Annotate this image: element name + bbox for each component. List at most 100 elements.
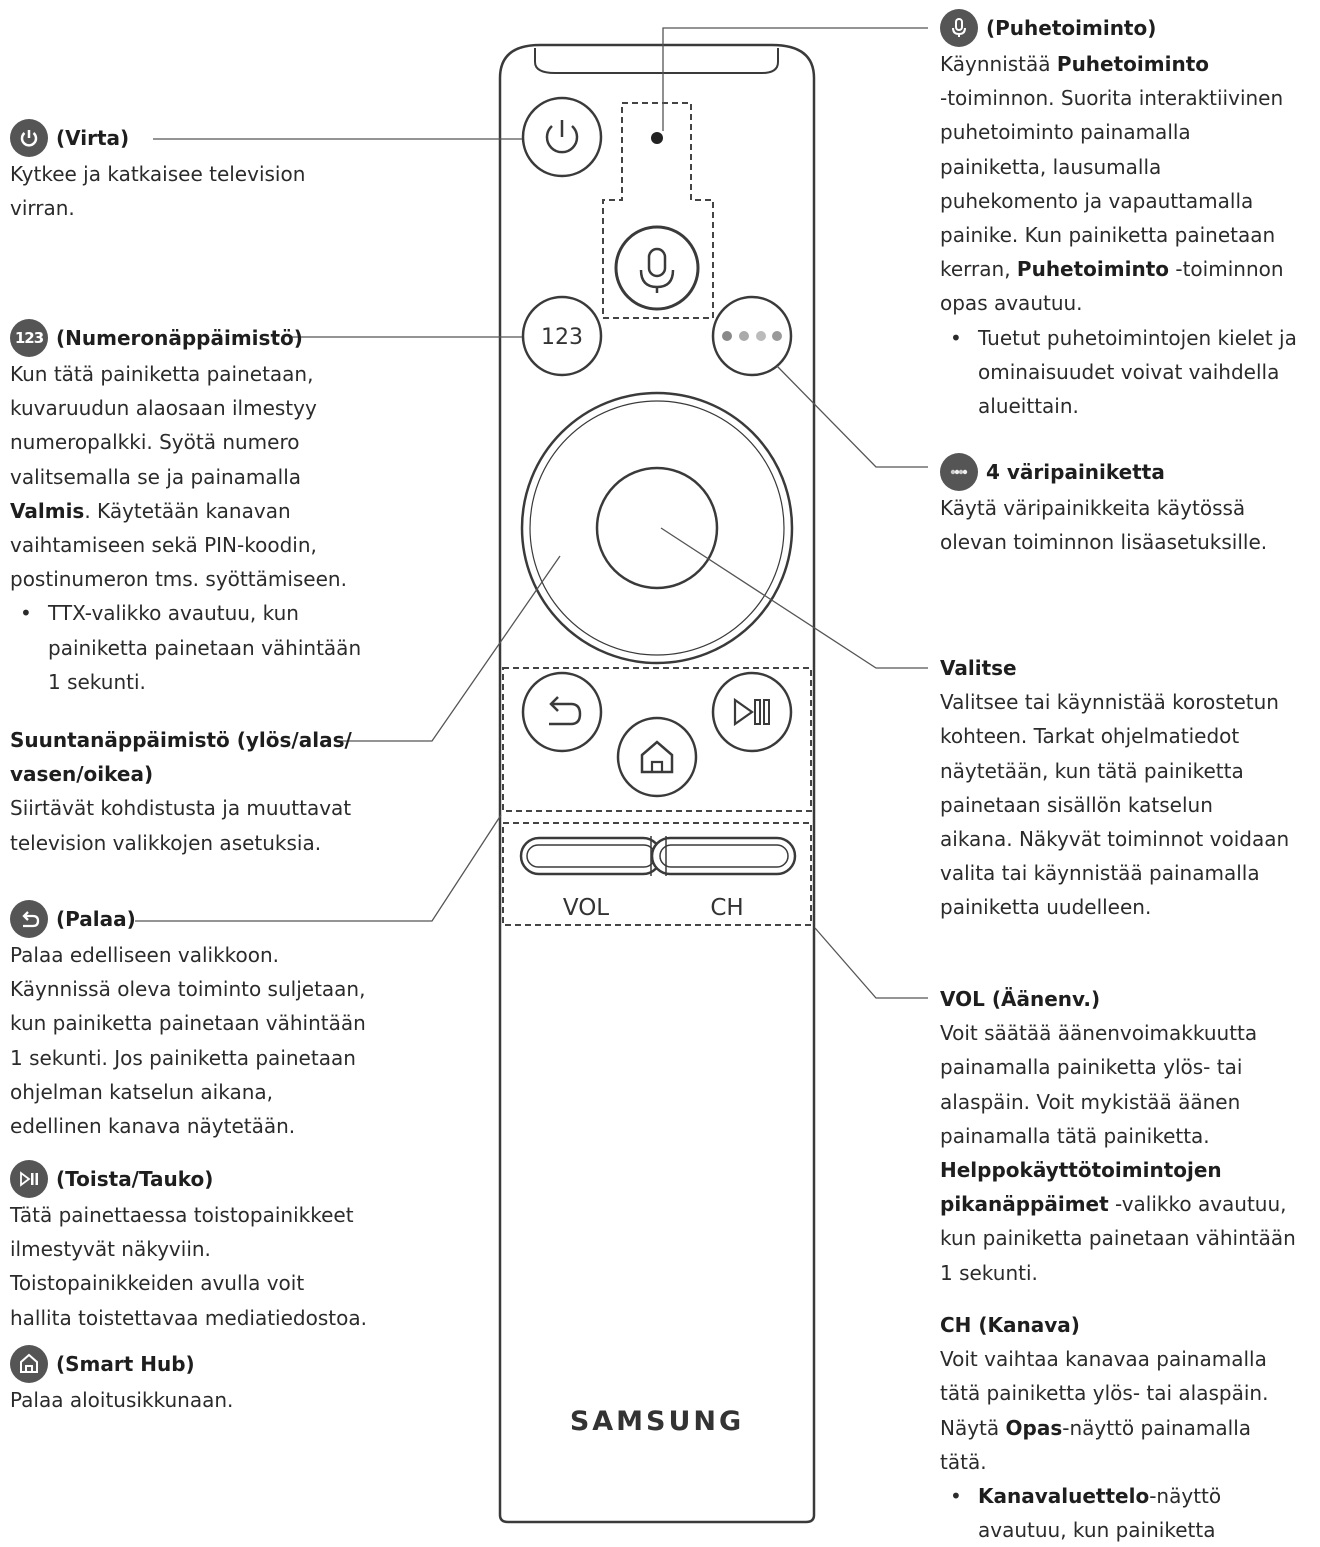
ch-desc: CH (Kanava) Voit vaihtaa kanavaa painama… (940, 1308, 1318, 1547)
ch-title: CH (Kanava) (940, 1313, 1080, 1337)
voice-term: Puhetoiminto (1016, 257, 1170, 282)
select-line: painiketta uudelleen. (940, 895, 1152, 920)
voice-bullet: Tuetut puhetoimintojen kielet ja (940, 321, 1318, 355)
vol-ch-outline (502, 822, 812, 926)
back-line: kun painiketta painetaan vähintään (10, 1011, 366, 1036)
ch-bullet-rest: -näyttö (1149, 1484, 1222, 1509)
microphone-icon (940, 9, 978, 47)
channel-list-term: Kanavaluettelo (978, 1484, 1150, 1509)
voice-line: puhetoiminto painamalla (940, 120, 1191, 145)
leader-direction (336, 555, 561, 742)
leader-select (660, 527, 928, 669)
home-button[interactable] (616, 716, 698, 798)
voice-bullet-cont: alueittain. (978, 394, 1079, 419)
vol-line: alaspäin. Voit mykistää äänen (940, 1089, 1241, 1114)
color-dots-icon (940, 453, 978, 491)
vol-line: Helppokäyttötoimintojen (940, 1153, 1318, 1187)
voice-line: -toiminnon. Suorita interaktiivinen (940, 86, 1284, 111)
power-button[interactable] (521, 96, 603, 178)
valmis-term: Valmis (10, 498, 85, 523)
numpad-line: numeropalkki. Syötä numero (10, 430, 300, 455)
ch-line: tätä. (940, 1449, 987, 1474)
back-line: edellinen kanava näytetään. (10, 1114, 296, 1139)
back-button[interactable] (521, 671, 603, 753)
select-desc: Valitse Valitsee tai käynnistää korostet… (940, 651, 1318, 925)
power-line: virran. (10, 196, 75, 221)
back-line: Palaa edelliseen valikkoon. (10, 943, 280, 967)
voice-title: (Puhetoiminto) (986, 15, 1157, 40)
voice-line-rest: -toiminnon (1169, 257, 1284, 282)
remote-body (498, 43, 816, 1524)
vol-label: VOL (563, 895, 609, 921)
numpad-line: postinumeron tms. syöttämiseen. (10, 567, 347, 592)
smarthub-desc: (Smart Hub) Palaa aloitusikkunaan. (10, 1345, 480, 1417)
select-line: Valitsee tai käynnistää korostetun (940, 690, 1279, 715)
vol-line: kun painiketta painetaan vähintään (940, 1226, 1296, 1251)
voice-line: opas avautuu. (940, 291, 1083, 316)
rocker-divider (650, 836, 667, 876)
direction-desc: Suuntanäppäimistö (ylös/alas/ vasen/oike… (10, 723, 480, 860)
ch-label: CH (710, 895, 743, 921)
colors-title: 4 väripainiketta (986, 459, 1165, 484)
select-line: kohteen. Tarkat ohjelmatiedot (940, 724, 1240, 749)
numpad-line: valitsemalla se ja painamalla (10, 464, 302, 489)
voice-line: puhekomento ja vapauttamalla (940, 188, 1254, 213)
vol-line: painamalla tätä painiketta. (940, 1123, 1210, 1148)
select-button[interactable] (595, 466, 719, 590)
select-line: valita tai käynnistää painamalla (940, 861, 1260, 886)
vol-title: VOL (Äänenv.) (940, 987, 1101, 1011)
numpad-line: Kun tätä painiketta painetaan, (10, 362, 314, 386)
play-desc: (Toista/Tauko) Tätä painettaessa toistop… (10, 1160, 480, 1335)
select-line: näytetään, kun tätä painiketta (940, 758, 1244, 783)
direction-line: television valikkojen asetuksia. (10, 830, 322, 855)
numpad-icon-label: 123 (14, 328, 44, 347)
voice-bullet-cont: ominaisuudet voivat vaihdella (978, 359, 1280, 384)
numpad-bullet: TTX-valikko avautuu, kun (10, 596, 480, 630)
voice-line-pre: Käynnistää (940, 52, 1057, 76)
color-button[interactable] (711, 295, 793, 377)
direction-pad-inner-ring (529, 400, 785, 656)
voice-desc: (Puhetoiminto) Käynnistää Puhetoiminto -… (940, 9, 1318, 423)
ch-rocker[interactable] (650, 836, 797, 876)
voice-line: kerran, Puhetoiminto -toiminnon (940, 252, 1318, 286)
numpad-desc: 123 (Numeronäppäimistö) Kun tätä painike… (10, 319, 480, 699)
back-line: Käynnissä oleva toiminto suljetaan, (10, 977, 366, 1002)
leader-back (135, 814, 502, 922)
brand-logo: SAMSUNG (570, 1406, 744, 1437)
vol-rocker[interactable] (519, 836, 663, 876)
play-line: ilmestyvät näkyviin. (10, 1237, 211, 1262)
guide-term: Opas (1005, 1415, 1063, 1440)
colors-line: olevan toiminnon lisäasetuksille. (940, 530, 1268, 555)
vol-line: Voit säätää äänenvoimakkuutta (940, 1021, 1258, 1046)
accessibility-term: Helppokäyttötoimintojen (940, 1158, 1222, 1183)
ch-line-rest: -näyttö painamalla (1062, 1415, 1252, 1440)
numpad-button[interactable]: 123 (521, 295, 603, 377)
voice-term: Puhetoiminto (1056, 52, 1209, 76)
colors-line: Käytä väripainikkeita käytössä (940, 496, 1246, 520)
play-pause-button[interactable] (711, 671, 793, 753)
voice-line: Käynnistää Puhetoiminto (940, 47, 1318, 81)
accessibility-term: pikanäppäimet (940, 1192, 1109, 1217)
voice-button[interactable] (614, 225, 700, 311)
direction-line: Siirtävät kohdistusta ja muuttavat (10, 796, 352, 821)
vol-line: pikanäppäimet -valikko avautuu, (940, 1187, 1318, 1221)
remote-top-bezel (534, 48, 779, 74)
leader-vol-ch (814, 927, 928, 999)
back-line: 1 sekunti. Jos painiketta painetaan (10, 1045, 356, 1070)
back-title: (Palaa) (56, 906, 136, 931)
back-desc: (Palaa) Palaa edelliseen valikkoon. Käyn… (10, 900, 480, 1143)
numpad-bullet-cont: painiketta painetaan vähintään (48, 635, 362, 660)
numpad-line-rest: . Käytetään kanavan (84, 498, 291, 523)
direction-title: vasen/oikea) (10, 762, 154, 787)
power-title: (Virta) (56, 125, 130, 150)
power-desc: (Virta) Kytkee ja katkaisee television v… (10, 119, 480, 225)
vol-line-rest: -valikko avautuu, (1108, 1192, 1287, 1217)
colors-desc: 4 väripainiketta Käytä väripainikkeita k… (940, 453, 1318, 559)
back-line: ohjelman katselun aikana, (10, 1079, 274, 1104)
smarthub-line: Palaa aloitusikkunaan. (10, 1388, 234, 1412)
numpad-button-label: 123 (541, 325, 583, 350)
ch-line: Näytä Opas-näyttö painamalla (940, 1411, 1318, 1445)
power-line: Kytkee ja katkaisee television (10, 162, 306, 186)
power-icon (10, 119, 48, 157)
